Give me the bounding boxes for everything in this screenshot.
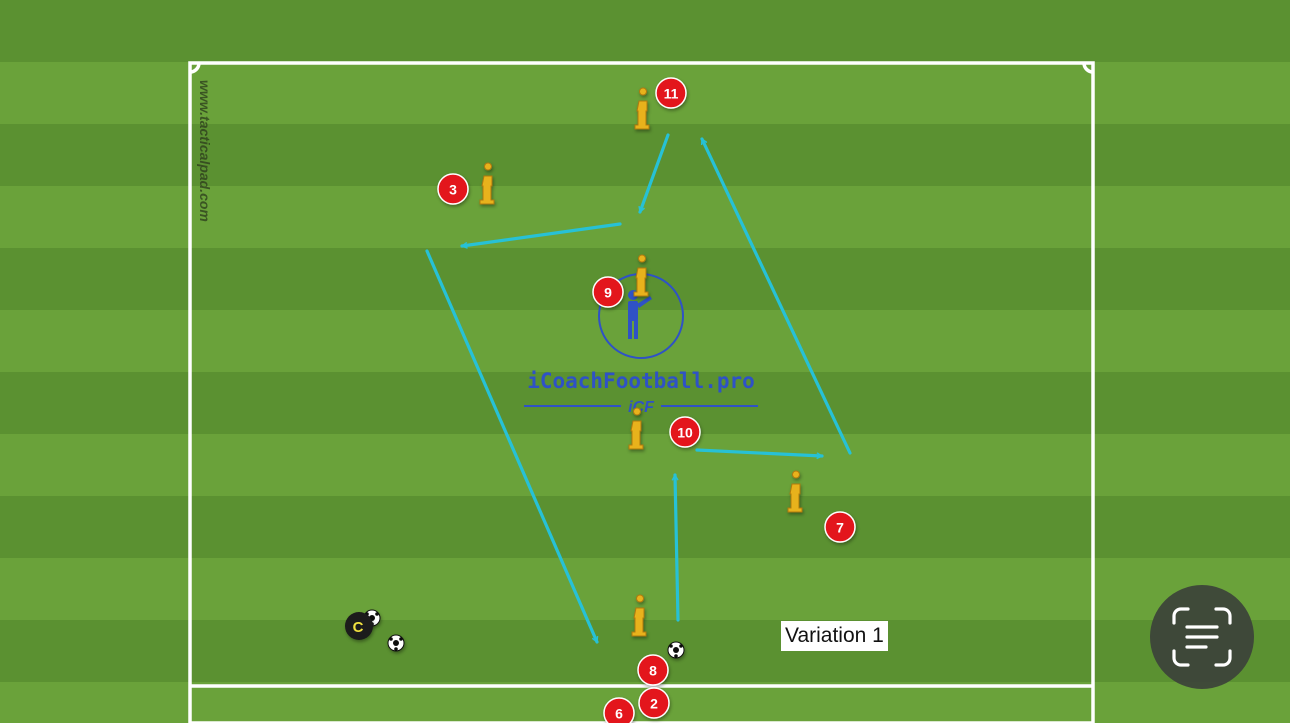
grass-stripe bbox=[0, 0, 1290, 62]
player-number: 3 bbox=[449, 182, 457, 198]
player-number: 9 bbox=[604, 285, 612, 301]
mannequins bbox=[479, 87, 803, 637]
pass-arrow bbox=[675, 473, 680, 622]
text-scan-button[interactable] bbox=[1150, 585, 1254, 689]
player-marker: 10 bbox=[669, 416, 701, 448]
ball-icon bbox=[667, 641, 685, 659]
player-number: 2 bbox=[650, 696, 658, 712]
player-marker: 6 bbox=[603, 697, 635, 723]
player-marker: 2 bbox=[638, 687, 670, 719]
pass-arrow bbox=[640, 133, 670, 214]
grass-stripe bbox=[0, 372, 1290, 434]
pass-arrows bbox=[425, 133, 852, 644]
grass-stripe bbox=[0, 124, 1290, 186]
coach-marker: C bbox=[345, 612, 373, 640]
player-marker: 9 bbox=[592, 276, 624, 308]
grass-stripe bbox=[0, 310, 1290, 372]
balls bbox=[363, 609, 685, 659]
player-number: 7 bbox=[836, 520, 844, 536]
player-marker: 3 bbox=[437, 173, 469, 205]
watermark-text: www.tacticalpad.com bbox=[197, 80, 213, 222]
logo-title: iCoachFootball.pro bbox=[527, 369, 755, 393]
logo-monogram: iCF bbox=[628, 399, 655, 416]
variation-caption: Variation 1 bbox=[781, 621, 888, 651]
players: 11 3 9 10 7 8 2 6 bbox=[437, 77, 856, 723]
grass-stripe bbox=[0, 558, 1290, 620]
player-marker: 8 bbox=[637, 654, 669, 686]
ball-icon bbox=[387, 634, 405, 652]
mannequin-icon bbox=[628, 407, 644, 450]
player-marker: 7 bbox=[824, 511, 856, 543]
mannequin-icon bbox=[634, 87, 650, 130]
pass-arrow bbox=[460, 222, 622, 246]
player-number: 10 bbox=[677, 425, 693, 441]
pass-arrow bbox=[700, 137, 852, 455]
player-number: 11 bbox=[664, 86, 679, 102]
grass-stripe bbox=[0, 434, 1290, 496]
player-number: 8 bbox=[649, 663, 657, 679]
grass-stripe bbox=[0, 496, 1290, 558]
mannequin-icon bbox=[631, 594, 647, 637]
coach-label: C bbox=[353, 619, 364, 636]
player-number: 6 bbox=[615, 706, 623, 722]
text-scan-icon bbox=[1172, 607, 1232, 667]
mannequin-icon bbox=[479, 162, 495, 205]
mannequin-icon bbox=[787, 470, 803, 513]
pass-arrow bbox=[695, 448, 824, 456]
mannequin-icon bbox=[633, 254, 649, 297]
pitch-markings bbox=[188, 61, 1095, 723]
pass-arrow bbox=[425, 249, 599, 644]
player-marker: 11 bbox=[655, 77, 687, 109]
